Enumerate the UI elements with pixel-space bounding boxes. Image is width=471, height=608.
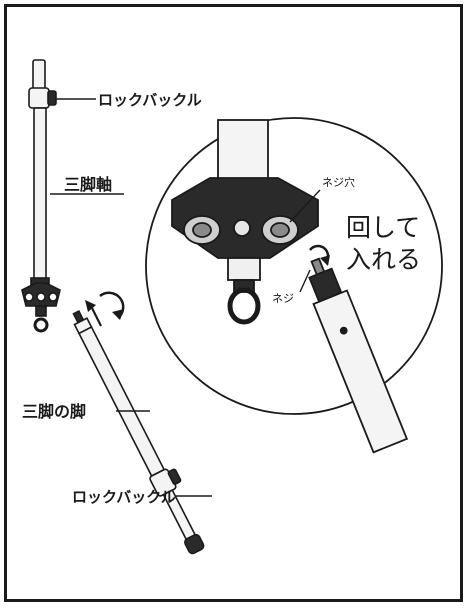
hub-socket-left xyxy=(24,292,34,302)
detail-stem xyxy=(227,257,261,281)
shaft-main-pipe xyxy=(33,107,47,281)
detail-leg-rivet xyxy=(339,326,348,335)
tripod-leg-assembly xyxy=(72,309,205,555)
label-lock-buckle-top: ロックバックル xyxy=(98,91,202,109)
up-arrow-head xyxy=(85,300,96,312)
detail-socket-left-hole xyxy=(192,222,212,238)
label-tripod-leg: 三脚の脚 xyxy=(22,402,86,421)
leader-screw-hole xyxy=(289,189,321,223)
detail-hanging-ring xyxy=(227,287,261,325)
shaft-lock-lever xyxy=(47,90,57,106)
detail-center-knob xyxy=(233,219,251,237)
hub-ring xyxy=(33,317,49,333)
leg-lock-lever xyxy=(167,468,182,485)
label-screw: ネジ xyxy=(272,292,294,305)
hub-socket-center xyxy=(36,292,46,302)
detail-hub xyxy=(171,119,319,325)
tripod-shaft-assembly xyxy=(21,59,61,333)
rotate-arrow-icon xyxy=(99,291,125,320)
leader-screw xyxy=(299,269,311,293)
detail-upper-pipe xyxy=(217,119,269,183)
label-tripod-shaft: 三脚軸 xyxy=(64,175,112,194)
label-lock-buckle-bottom: ロックバックル xyxy=(72,488,176,506)
label-screw-hole: ネジ穴 xyxy=(322,175,355,189)
detail-screw-hole xyxy=(270,222,290,238)
detail-leg-pipe xyxy=(312,289,409,454)
shaft-lock-buckle xyxy=(28,87,50,109)
detail-rotate-arrow-icon xyxy=(309,244,330,266)
hub-socket-right xyxy=(48,292,58,302)
leg-foot xyxy=(184,533,205,555)
detail-leg xyxy=(308,257,409,454)
hub-stem xyxy=(35,305,47,317)
leg-upper-pipe xyxy=(77,326,166,478)
instruction-line-2: 入れる xyxy=(346,245,421,274)
instruction-line-1: 回して xyxy=(346,213,420,242)
